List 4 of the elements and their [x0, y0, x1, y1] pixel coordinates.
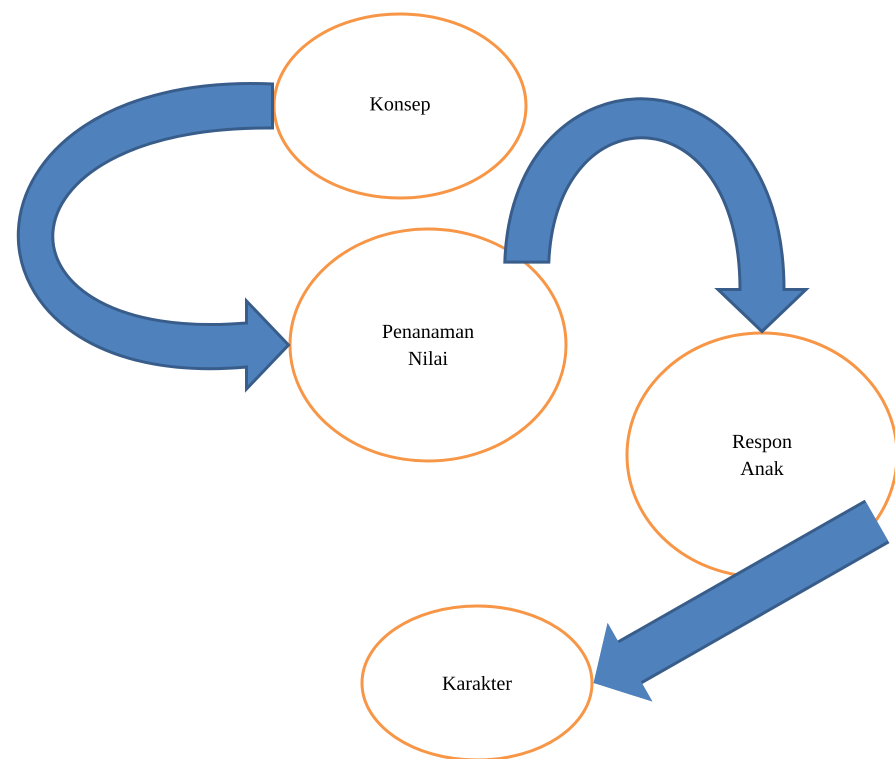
ellipse-node: Konsep — [272, 12, 528, 200]
block-arrow — [16, 82, 290, 390]
ellipse-node: Penanaman Nilai — [288, 228, 568, 462]
block-arrow — [503, 97, 808, 333]
